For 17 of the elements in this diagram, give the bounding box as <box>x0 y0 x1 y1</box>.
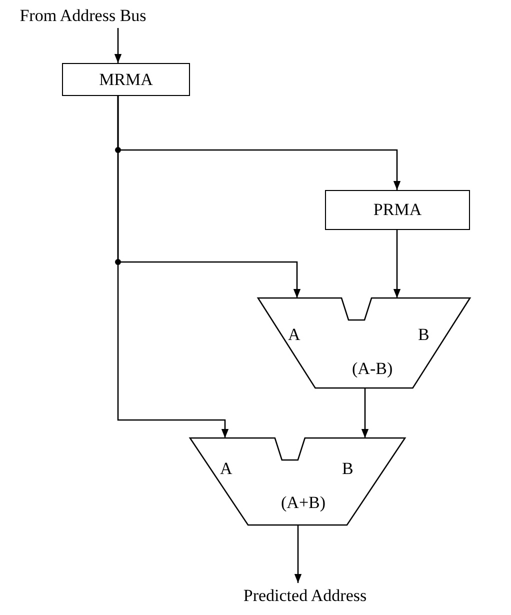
register-box: MRMA <box>62 63 190 96</box>
arrow <box>114 28 122 63</box>
alu-trapezoid <box>258 298 470 388</box>
operation-label: (A+B) <box>281 494 326 511</box>
operation-label: (A-B) <box>352 360 393 377</box>
signal-label: From Address Bus <box>4 4 162 28</box>
register-box: PRMA <box>325 190 470 230</box>
arrow <box>117 96 229 438</box>
input-label: B <box>342 460 354 477</box>
alu-trapezoid <box>190 438 405 525</box>
arrow <box>294 525 302 583</box>
input-label: A <box>288 326 300 343</box>
arrow <box>361 388 369 438</box>
input-label: B <box>418 326 430 343</box>
signal-label: Predicted Address <box>222 583 388 609</box>
arrow <box>393 230 401 298</box>
input-label: A <box>220 460 232 477</box>
